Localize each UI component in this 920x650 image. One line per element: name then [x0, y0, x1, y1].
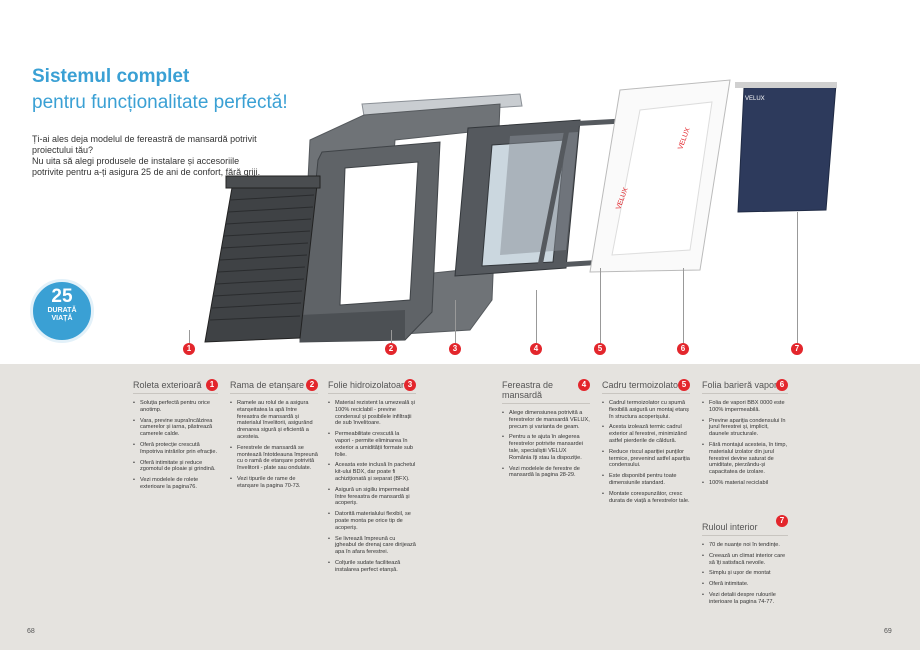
list-item: Acesta izolează termic cadrul exterior a… [602, 424, 690, 444]
column-insulation-frame: 5 Cadru termoizolator Cadrul termoizolat… [602, 379, 690, 508]
list-item: Alege dimensiunea potrivită a ferestrelo… [502, 410, 590, 430]
column-marker: 1 [206, 379, 218, 391]
marker-7: 7 [791, 343, 803, 355]
column-interior-blind: 7 Ruloul interior 70 de nuanțe noi în te… [702, 515, 788, 610]
column-title: Folia barieră vapori [702, 380, 788, 394]
column-marker: 5 [678, 379, 690, 391]
intro-paragraph-2: Nu uita să alegi produsele de instalare … [32, 156, 261, 177]
marker-4: 4 [530, 343, 542, 355]
list-item: Reduce riscul apariției punților termice… [602, 449, 690, 469]
list-item: Colțurile sudate facilitează instalarea … [328, 560, 416, 574]
marker-1: 1 [183, 343, 195, 355]
leader-line [683, 268, 684, 344]
list-item: Creează un climat interior care să îți s… [702, 553, 788, 567]
marker-3: 3 [449, 343, 461, 355]
list-item: Permeabilitate crescută la vapori - perm… [328, 431, 416, 458]
column-marker: 2 [306, 379, 318, 391]
marker-5: 5 [594, 343, 606, 355]
list-item: Vezi tipurile de rame de etanșare la pag… [230, 476, 318, 490]
column-underlay: 3 Folie hidroizolatoare Material reziste… [328, 379, 416, 578]
marker-2: 2 [385, 343, 397, 355]
roller-shutter [204, 175, 321, 343]
leader-line [536, 290, 537, 344]
list-item: Aceasta este inclusă în pachetul kit-ulu… [328, 462, 416, 482]
column-marker: 4 [578, 379, 590, 391]
list-item: Vezi modelele de ferestre de mansardă la… [502, 466, 590, 480]
column-title: Rama de etanșare [230, 380, 318, 394]
badge-number: 25 [51, 286, 73, 307]
svg-text:VELUX: VELUX [745, 96, 765, 102]
flashing-frame [299, 141, 441, 343]
page-number-right: 69 [884, 628, 892, 635]
badge-line-2: VIAȚĂ [51, 315, 73, 322]
column-title: Fereastra de mansardă [502, 380, 590, 404]
list-item: Oferă intimitate și reduce zgomotul de p… [133, 460, 218, 474]
list-item: Asigură un sigiliu impermeabil între fer… [328, 487, 416, 507]
warranty-badge: 25 DURATĂ VIAȚĂ [30, 279, 94, 343]
page-title: Sistemul complet [32, 66, 190, 87]
list-item: Ramele au rolul de a asigura etanșeitate… [230, 400, 318, 441]
list-item: Oferă intimitate. [702, 581, 788, 588]
leader-line [600, 268, 601, 344]
marker-6: 6 [677, 343, 689, 355]
list-item: Pentru a te ajuta în alegerea ferestrelo… [502, 434, 590, 461]
list-item: Simplu și ușor de montat [702, 570, 788, 577]
list-item: Soluția perfectă pentru orice anotimp. [133, 400, 218, 414]
list-item: Vezi detalii despre rulourile interioare… [702, 592, 788, 606]
column-marker: 3 [404, 379, 416, 391]
list-item: Folia de vapori BBX 0000 este 100% imper… [702, 400, 788, 414]
column-title: Folie hidroizolatoare [328, 380, 416, 394]
column-vapour-barrier: 6 Folia barieră vapori Folia de vapori B… [702, 379, 788, 491]
list-item: Oferă protecție crescută împotriva intră… [133, 442, 218, 456]
rail-piece [361, 93, 523, 117]
list-item: Datorită materialului flexibil, se poate… [328, 511, 416, 531]
leader-line [189, 330, 190, 344]
column-title: Cadru termoizolator [602, 380, 690, 394]
column-marker: 7 [776, 515, 788, 527]
illustration-area: Sistemul complet pentru funcționalitate … [30, 66, 837, 355]
intro-paragraph-1: Ți-ai ales deja modelul de fereastră de … [32, 134, 257, 155]
list-item: Este disponibil pentru toate dimensiunil… [602, 473, 690, 487]
list-item: 100% material reciclabil [702, 480, 788, 487]
vapour-barrier: VELUX VELUX [589, 79, 731, 273]
column-flashing: 2 Rama de etanșare Ramele au rolul de a … [230, 379, 318, 494]
list-item: Ferestrele de mansardă se montează întot… [230, 445, 318, 472]
column-marker: 6 [776, 379, 788, 391]
column-roller-shutter: 1 Roleta exterioară Soluția perfectă pen… [133, 379, 218, 495]
column-title: Ruloul interior [702, 522, 788, 536]
leader-line [455, 300, 456, 344]
list-item: Vara, previne supraîncălzirea camerelor … [133, 418, 218, 438]
list-item: Se livrează împreună cu jgheabul de dren… [328, 536, 416, 556]
page-subtitle: pentru funcționalitate perfectă! [32, 92, 288, 113]
list-item: Cadrul termoizolator cu spumă flexibilă … [602, 400, 690, 420]
roof-window [454, 119, 581, 277]
list-item: Material rezistent la umezeală și 100% r… [328, 400, 416, 427]
list-item: Montate corespunzător, cresc durata de v… [602, 491, 690, 505]
column-roof-window: 4 Fereastra de mansardă Alege dimensiune… [502, 379, 590, 483]
column-title: Roleta exterioară [133, 380, 218, 394]
exploded-window-illustration: VELUX VELUX VELUX [204, 79, 837, 343]
page-number-left: 68 [27, 628, 35, 635]
badge-line-1: DURATĂ [47, 307, 77, 314]
leader-line [391, 330, 392, 344]
list-item: Vezi modelele de rolete exterioare la pa… [133, 477, 218, 491]
list-item: Previne apariția condensului în jurul fe… [702, 418, 788, 438]
leader-line [797, 212, 798, 344]
list-item: Fără montajul acesteia, în timp, materia… [702, 442, 788, 476]
list-item: 70 de nuanțe noi în tendințe. [702, 542, 788, 549]
intro-text: Ți-ai ales deja modelul de fereastră de … [32, 134, 262, 178]
interior-blind: VELUX [735, 82, 837, 213]
